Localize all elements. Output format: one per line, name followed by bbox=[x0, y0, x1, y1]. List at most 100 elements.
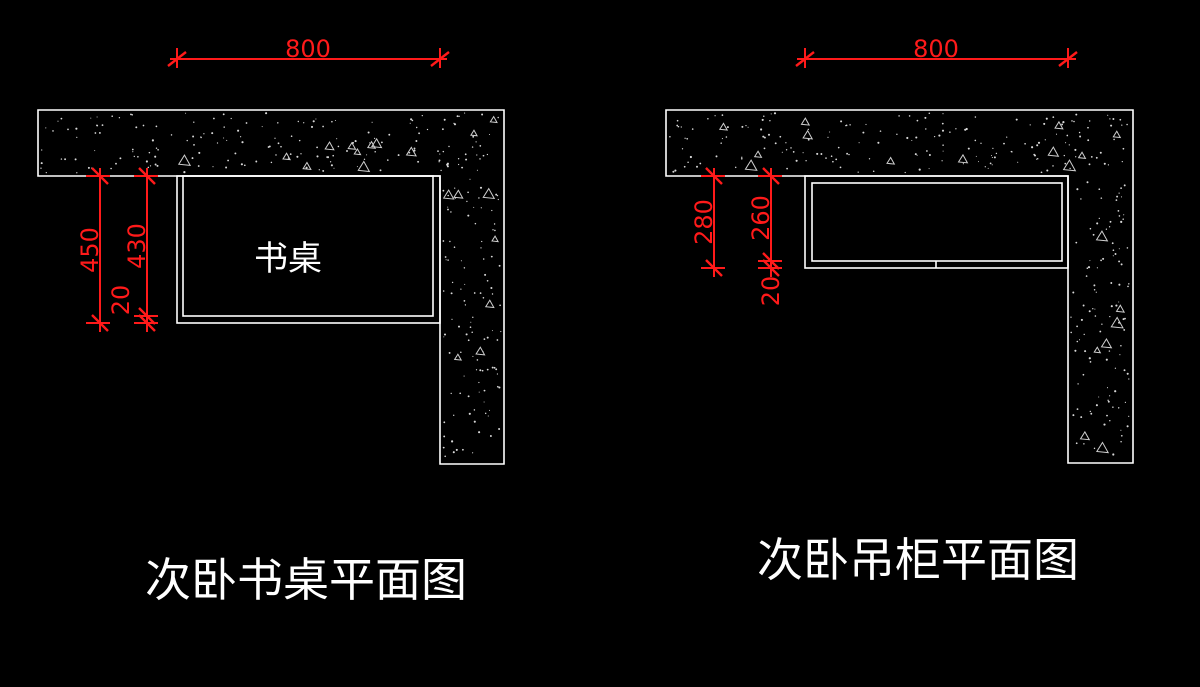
hatch-dot bbox=[1087, 126, 1089, 129]
hatch-triangle bbox=[802, 129, 814, 140]
hatch-dot bbox=[1108, 350, 1111, 352]
hatch-dot bbox=[366, 154, 368, 156]
hatch-dot bbox=[472, 355, 474, 357]
hatch-dot bbox=[1122, 218, 1124, 220]
hatch-dot bbox=[64, 158, 67, 161]
hatch-dot bbox=[243, 164, 246, 167]
hatch-dot bbox=[763, 136, 766, 139]
hatch-dot bbox=[1017, 161, 1019, 163]
hatch-dot bbox=[388, 133, 391, 136]
hatch-dot bbox=[371, 121, 373, 123]
hatch-dot bbox=[707, 118, 709, 120]
hatch-dot bbox=[331, 120, 333, 123]
hatch-dot bbox=[941, 160, 943, 162]
hatch-dot bbox=[57, 120, 59, 122]
hatch-dot bbox=[1066, 134, 1069, 137]
hatch-dot bbox=[473, 206, 475, 208]
hatch-dot bbox=[491, 293, 494, 295]
hatch-dot bbox=[720, 142, 722, 144]
concrete-hatch-cabinet bbox=[669, 112, 1130, 456]
hatch-dot bbox=[1080, 318, 1083, 321]
hatch-dot bbox=[928, 168, 930, 170]
hatch-dot bbox=[991, 156, 993, 159]
hatch-dot bbox=[222, 113, 225, 116]
wall-outline-desk bbox=[37, 109, 505, 465]
hatch-dot bbox=[297, 120, 299, 123]
hatch-dot bbox=[1128, 415, 1130, 417]
hatch-dot bbox=[498, 428, 501, 430]
hatch-dot bbox=[984, 166, 986, 168]
hatch-dot bbox=[1110, 305, 1113, 308]
hatch-dot bbox=[442, 240, 445, 242]
hatch-dot bbox=[499, 304, 501, 307]
hatch-dot bbox=[721, 114, 724, 116]
hatch-dot bbox=[148, 151, 151, 154]
hatch-dot bbox=[691, 128, 694, 130]
hatch-dot bbox=[1103, 423, 1106, 426]
dimension-left-outer-desk: 450 bbox=[76, 167, 110, 332]
hatch-triangle bbox=[302, 161, 312, 171]
hatch-dot bbox=[1083, 333, 1085, 336]
hatch-dot bbox=[1076, 325, 1078, 328]
hatch-dot bbox=[672, 170, 675, 173]
hatch-triangle bbox=[491, 235, 499, 243]
hatch-dot bbox=[110, 167, 112, 170]
hatch-dot bbox=[865, 123, 867, 126]
hatch-dot bbox=[933, 135, 936, 138]
hatch-triangle bbox=[357, 160, 371, 173]
hatch-triangle bbox=[489, 115, 498, 124]
hatch-dot bbox=[440, 169, 442, 172]
hatch-dot bbox=[879, 130, 882, 132]
hatch-dot bbox=[1123, 369, 1126, 372]
hatch-dot bbox=[453, 122, 455, 125]
hatch-dot bbox=[747, 126, 749, 128]
hatch-dot bbox=[978, 161, 979, 163]
hatch-dot bbox=[1112, 453, 1115, 456]
hatch-dot bbox=[911, 139, 913, 142]
hatch-dot bbox=[98, 131, 101, 134]
hatch-dot bbox=[837, 146, 840, 149]
hatch-dot bbox=[914, 153, 917, 156]
dimension-text-left-inner: 260 bbox=[747, 195, 775, 241]
hatch-dot bbox=[490, 255, 493, 258]
hatch-dot bbox=[872, 170, 875, 172]
hatch-dot bbox=[845, 124, 848, 127]
hatch-triangle bbox=[744, 159, 758, 171]
hatch-dot bbox=[471, 331, 473, 334]
hatch-dot bbox=[356, 166, 358, 168]
hatch-dot bbox=[1092, 308, 1094, 310]
hatch-dot bbox=[497, 116, 499, 119]
hatch-dot bbox=[1068, 144, 1070, 146]
hatch-dot bbox=[496, 385, 499, 388]
hatch-triangle bbox=[1062, 159, 1077, 172]
hatch-dot bbox=[496, 194, 499, 197]
hatch-dot bbox=[60, 158, 63, 160]
hatch-dot bbox=[689, 155, 693, 159]
hatch-dot bbox=[781, 151, 783, 153]
hatch-dot bbox=[261, 126, 263, 128]
hatch-dot bbox=[487, 415, 489, 417]
hatch-dot bbox=[478, 431, 481, 434]
hatch-dot bbox=[96, 116, 98, 118]
hatch-dot bbox=[486, 153, 489, 156]
hatch-dot bbox=[785, 142, 787, 144]
hatch-dot bbox=[466, 200, 468, 203]
hatch-dot bbox=[270, 161, 273, 164]
hatch-dot bbox=[1103, 162, 1106, 165]
hatch-dot bbox=[941, 129, 945, 132]
hatch-dot bbox=[1052, 116, 1055, 118]
hatch-dot bbox=[1093, 289, 1096, 291]
hatch-dot bbox=[805, 160, 807, 162]
hatch-dot bbox=[786, 167, 788, 170]
hatch-dot bbox=[938, 134, 941, 137]
hatch-dot bbox=[1003, 142, 1005, 145]
hatch-dot bbox=[942, 150, 944, 152]
hatch-dot bbox=[1120, 187, 1122, 189]
hatch-dot bbox=[198, 151, 201, 154]
hatch-dot bbox=[1015, 118, 1018, 121]
hatch-dot bbox=[265, 112, 268, 115]
hatch-dot bbox=[1123, 328, 1126, 331]
hatch-dot bbox=[1110, 124, 1113, 127]
hatch-dot bbox=[1114, 253, 1117, 255]
hatch-dot bbox=[906, 136, 909, 140]
